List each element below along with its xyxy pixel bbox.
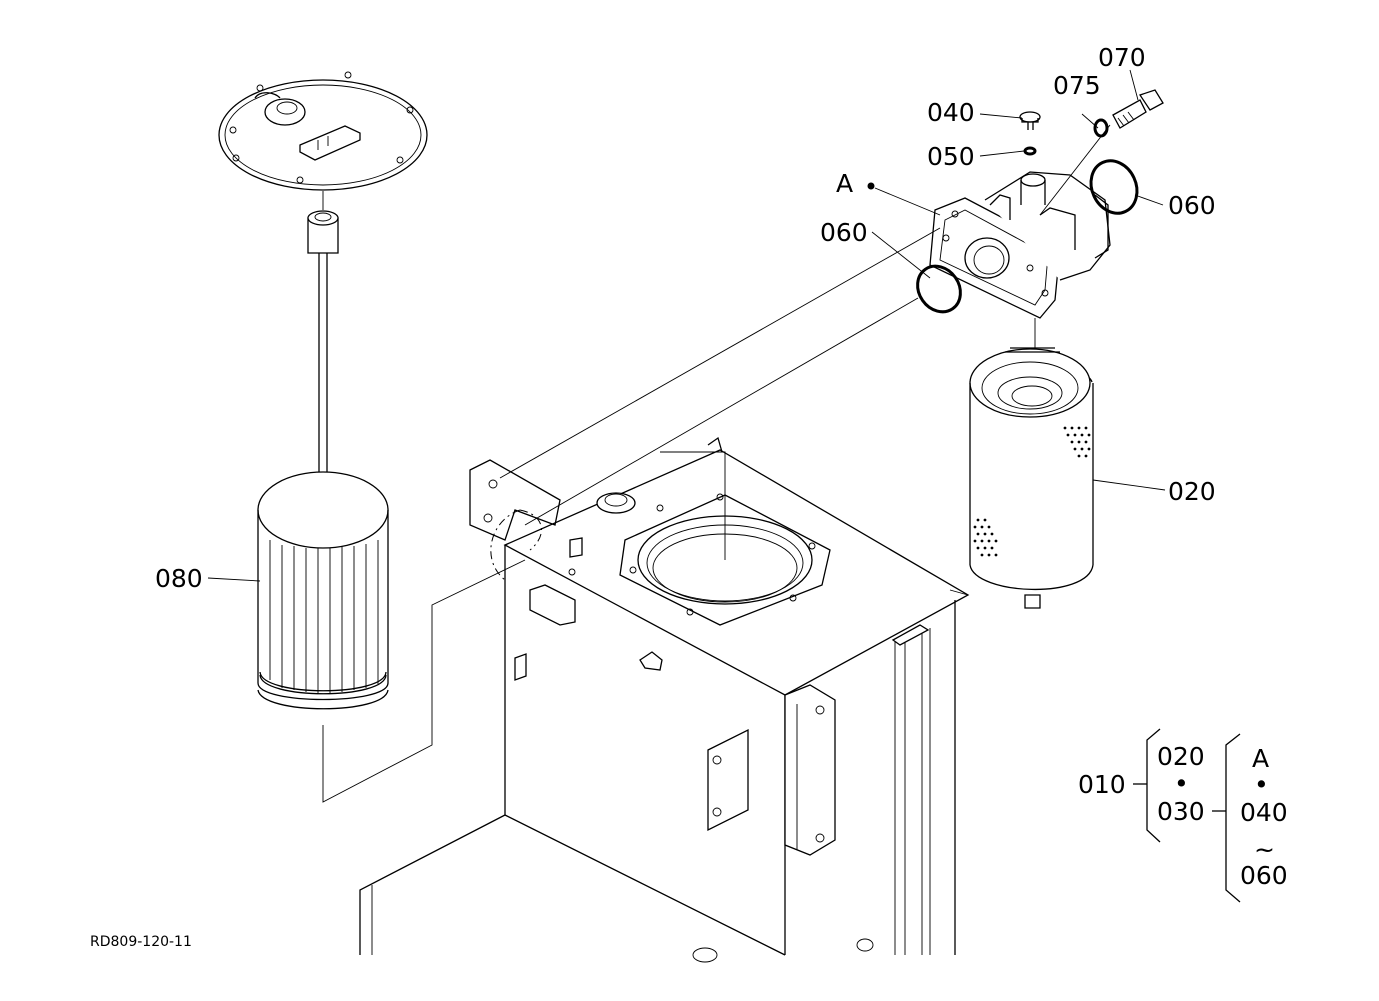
flange-marker-a (707, 436, 723, 453)
assembly-key: 010 020 • 030 A • 040 ~ 060 (1078, 728, 1288, 903)
callout-075: 075 (1053, 71, 1101, 100)
key-main: 010 (1078, 770, 1126, 799)
callout-070: 070 (1098, 43, 1146, 72)
key-group-to: 060 (1240, 861, 1288, 890)
suction-strainer-assembly (218, 71, 526, 803)
screw-and-washer (1019, 111, 1041, 156)
key-sub-top: 020 (1157, 742, 1205, 771)
key-group-head: A (1252, 744, 1269, 773)
key-sub-dot: • (1174, 769, 1189, 798)
o-ring-left (916, 264, 962, 314)
callout-060-right: 060 (1168, 191, 1216, 220)
assembly-lines (490, 227, 969, 596)
filter-cartridge (969, 347, 1094, 609)
key-group-tilde: ~ (1254, 835, 1275, 864)
callout-060-left: 060 (820, 218, 868, 247)
key-sub-bottom: 030 (1157, 797, 1205, 826)
plug-and-seal (1039, 89, 1164, 216)
callout-a-dot (867, 182, 875, 190)
hydraulic-tank (359, 449, 970, 963)
leader-lines (207, 69, 1166, 582)
callout-020: 020 (1168, 477, 1216, 506)
drawing-code: RD809-120-11 (90, 934, 192, 950)
o-ring-right (1089, 159, 1139, 215)
filter-head-assembly (929, 171, 1111, 350)
callout-080: 080 (155, 564, 203, 593)
callout-a: A (836, 169, 853, 198)
callout-050: 050 (927, 142, 975, 171)
callout-040: 040 (927, 98, 975, 127)
key-group-from: 040 (1240, 798, 1288, 827)
filter-hatching (973, 426, 1091, 557)
key-group-dot: • (1254, 770, 1269, 799)
